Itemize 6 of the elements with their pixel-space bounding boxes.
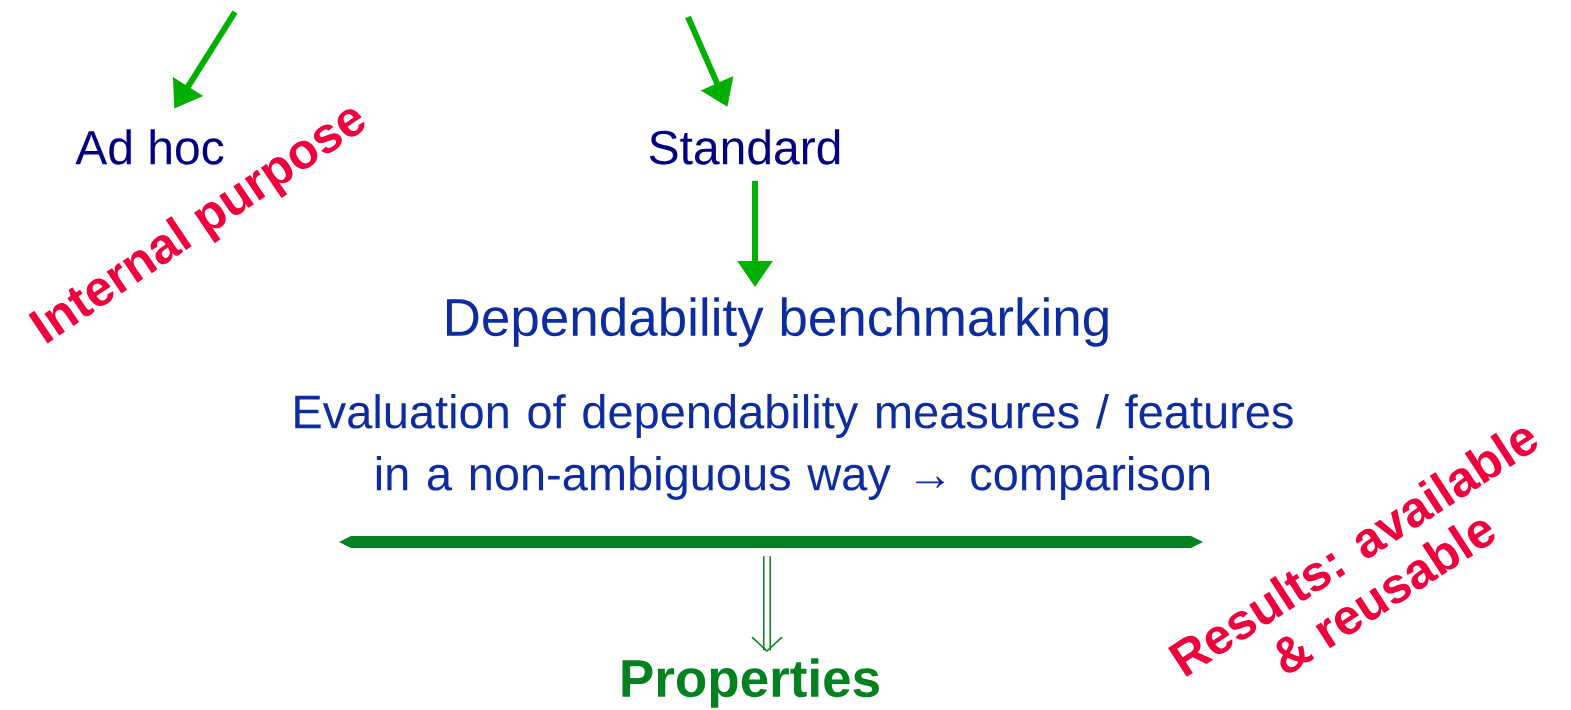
heading-text: Dependability benchmarking <box>446 297 1108 347</box>
node-text: Standard <box>649 129 840 165</box>
bar-drawing <box>339 536 1203 548</box>
arrow <box>751 556 783 653</box>
result-text: Properties <box>622 658 879 708</box>
description-text: Evaluation of dependability measures / features in a non-ambiguous way → comparison <box>295 394 1293 500</box>
